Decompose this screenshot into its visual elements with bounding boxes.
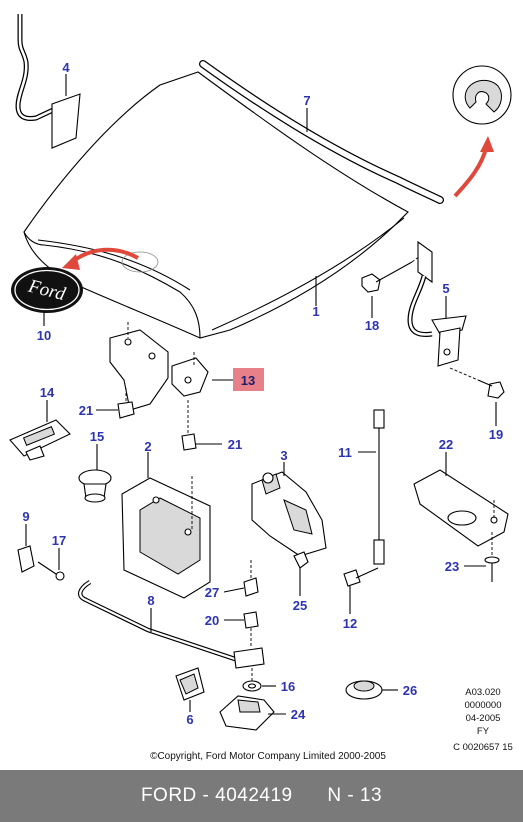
footer-page: N - 13 (327, 785, 383, 806)
cap-24 (219, 695, 275, 731)
ref-line-4: FY (477, 726, 490, 737)
grommet-26 (345, 680, 383, 700)
callout-24: 24 (291, 707, 306, 722)
support-bracket (413, 469, 509, 547)
leader-lines (25, 74, 497, 715)
pin-9 (17, 545, 35, 573)
callout-8: 8 (147, 593, 154, 608)
footer-gap (293, 785, 328, 807)
callout-27: 27 (205, 585, 219, 600)
red-arrow-logo (62, 247, 139, 270)
callout-21-right: 21 (228, 437, 242, 452)
hood-stay-rod (15, 14, 81, 149)
exploded-parts-diagram: Ford (9, 14, 513, 762)
release-rod (77, 580, 265, 669)
callout-4: 4 (62, 60, 70, 75)
ford-oval-badge: Ford (11, 267, 83, 313)
callout-16: 16 (281, 679, 295, 694)
rivet-23 (484, 532, 500, 582)
callout-6: 6 (186, 712, 193, 727)
ref-line-5: C 0020657 15 (453, 742, 513, 753)
latch-bracket (109, 322, 209, 411)
footer-bar: FORD - 4042419 N - 13 (0, 770, 523, 822)
bolt-12 (343, 567, 379, 587)
callout-10: 10 (37, 328, 51, 343)
hood-latch (251, 471, 327, 557)
ref-line-1: A03.020 (465, 687, 500, 698)
lock-panel (121, 476, 211, 599)
copyright-notice: ©Copyright, Ford Motor Company Limited 2… (150, 751, 386, 762)
pivot-17 (37, 561, 65, 581)
callout-25: 25 (293, 598, 307, 613)
bolt-21-left (117, 388, 135, 419)
footer-part-number: 4042419 (215, 785, 293, 806)
callout-20: 20 (205, 613, 219, 628)
callout-labels: 1 2 3 4 5 6 7 8 9 10 11 12 13 14 15 16 1… (22, 60, 503, 727)
callout-5: 5 (442, 281, 449, 296)
bolt-21-right (181, 400, 197, 451)
callout-21-left: 21 (79, 403, 93, 418)
footer-brand: FORD (140, 785, 197, 806)
callout-22: 22 (439, 437, 453, 452)
bump-stop (78, 469, 112, 503)
clip-6 (175, 667, 205, 701)
seal-profile-detail (452, 65, 512, 125)
footer-separator: - (196, 785, 216, 806)
release-cable (373, 409, 385, 565)
callout-18: 18 (365, 318, 379, 333)
callout-1: 1 (312, 304, 319, 319)
callout-26: 26 (403, 683, 417, 698)
washer-16 (242, 668, 262, 692)
highlight-box-13 (233, 368, 264, 391)
bolt-20 (243, 611, 259, 646)
bolt-18 (361, 255, 421, 293)
callout-9: 9 (22, 509, 29, 524)
hood-panel (23, 71, 409, 339)
hood-seal-strip (199, 60, 444, 204)
callout-19: 19 (489, 427, 503, 442)
bolt-25 (293, 551, 309, 569)
cable-clip (9, 419, 71, 461)
bolt-27 (243, 560, 259, 597)
callout-7: 7 (303, 93, 310, 108)
callout-12: 12 (343, 616, 357, 631)
callout-3: 3 (280, 448, 287, 463)
callout-13: 13 (241, 373, 255, 388)
callout-15: 15 (90, 429, 104, 444)
reference-block: A03.020 0000000 04-2005 FY C 0020657 15 (453, 687, 513, 753)
ref-line-2: 0000000 (465, 700, 502, 711)
ref-line-3: 04-2005 (466, 713, 501, 724)
red-arrow-seal (453, 136, 494, 198)
callout-17: 17 (52, 533, 66, 548)
callout-14: 14 (40, 385, 55, 400)
callout-23: 23 (445, 559, 459, 574)
hood-hinge (407, 240, 467, 367)
callout-11: 11 (338, 445, 352, 460)
callout-2: 2 (144, 439, 151, 454)
bolt-19 (449, 367, 505, 399)
